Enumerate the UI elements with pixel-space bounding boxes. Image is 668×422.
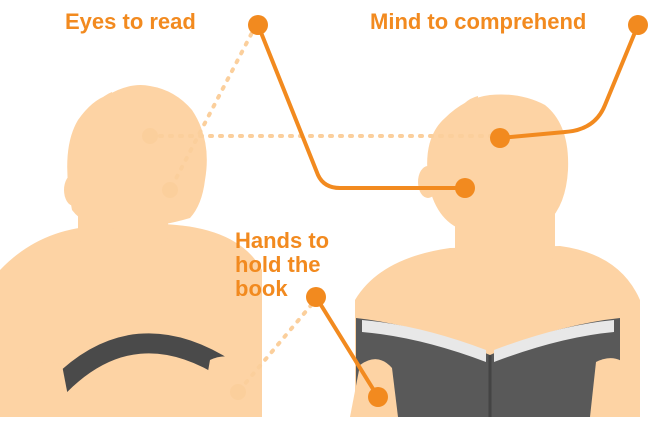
hands-connector	[314, 295, 380, 399]
dotted-hands-line	[236, 295, 320, 394]
reader-hair	[455, 96, 478, 124]
reader-figure	[350, 94, 640, 417]
driver-eye-dot	[142, 128, 158, 144]
reader-head	[427, 94, 569, 233]
mind-label-dot	[628, 15, 648, 35]
hands-label-dot	[306, 287, 326, 307]
driver-ear	[64, 174, 84, 206]
driver-left-hand	[18, 361, 72, 417]
eyes-label: Eyes to read	[65, 9, 196, 34]
reader-eye-dot	[455, 178, 475, 198]
steering-wheel	[50, 333, 238, 395]
driver-hand-dot	[230, 384, 246, 400]
reader-hand-dot	[368, 387, 388, 407]
reader-right-hand	[590, 358, 634, 417]
hands-label: Hands to hold the book	[235, 228, 330, 301]
book-pages-right	[494, 320, 614, 362]
dotted-connectors	[148, 23, 502, 394]
eyes-connector	[256, 23, 467, 190]
mind-label: Mind to comprehend	[370, 9, 587, 34]
reader-mind-dot	[490, 128, 510, 148]
eyes-label-dot	[248, 15, 268, 35]
dotted-mind-line	[168, 23, 258, 192]
driver-hair	[92, 92, 114, 120]
driver-figure	[0, 85, 262, 417]
driver-mind-dot	[162, 182, 178, 198]
mind-connector	[498, 23, 640, 140]
book-pages-left	[362, 320, 486, 362]
reader-ear	[418, 166, 438, 198]
solid-connectors	[256, 23, 640, 399]
driver-right-hand	[200, 356, 250, 417]
